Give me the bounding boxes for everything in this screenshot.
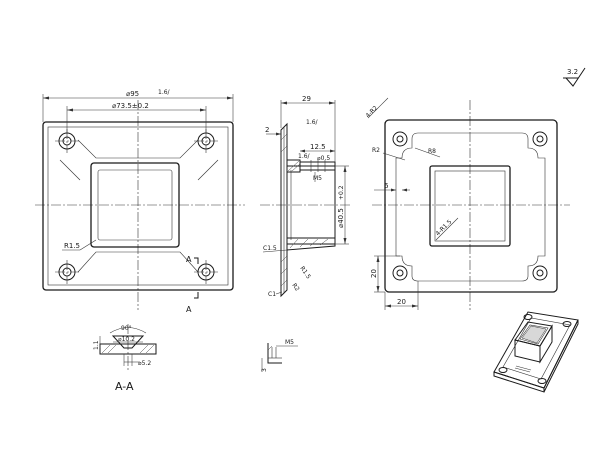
back-hole-tr [532, 131, 548, 147]
section-mark-top: A [186, 255, 192, 264]
svg-text:1.6/: 1.6/ [298, 153, 311, 160]
dim-fillet-r-label: R1.5 [298, 265, 312, 280]
dim-r2-label: R2 [290, 282, 300, 293]
dim-outer-label: ⌀95 [126, 90, 139, 98]
tube-opening-outer [90, 162, 180, 248]
surface-finish-symbol: 3.2 [563, 67, 586, 87]
dim-counterbore-label: ⌀10.2 [118, 336, 135, 343]
dim-6-label: 6 [384, 182, 389, 190]
dim-tube-d-label: ⌀40.5 [337, 208, 345, 228]
svg-text:1.6/: 1.6/ [306, 119, 319, 126]
section-label: A-A [115, 380, 134, 393]
back-plate-outline [384, 119, 558, 293]
section-mark-bottom: A [186, 305, 192, 314]
back-hole-bl [392, 265, 408, 281]
plate-outline [42, 121, 234, 291]
dim-width-label: 29 [302, 95, 311, 103]
back-inner-outline [395, 132, 546, 282]
dim-bolt-circle-label: ⌀73.5±0.2 [112, 102, 149, 110]
dim-flange-label: 2 [265, 126, 269, 134]
dim-r2-back-label: R2 [372, 147, 380, 154]
dim-small-label: ⌀0.5 [317, 155, 330, 162]
thread-m5-label: M5 [285, 339, 294, 346]
roughness-label: 3.2 [567, 68, 578, 76]
front-view: ⌀95 1.6/ ⌀73.5±0.2 R1.5 A A [35, 89, 245, 314]
side-view: 29 2 12.5 1.6/ ⌀0.5 M5 ⌀40.5 +0.2 C1.5 R… [260, 95, 350, 298]
tube-opening-inner [97, 169, 173, 241]
back-view: 4-R2 R2 R8 6 4-R1.5 20 20 [364, 97, 570, 310]
dim-angle-label: 90° [121, 325, 132, 332]
dim-radius-label: R1.5 [64, 242, 80, 250]
dim-tube-tol-label: +0.2 [338, 185, 345, 200]
dim-hole-label: ⌀5.2 [138, 360, 151, 367]
back-hole-tl [392, 131, 408, 147]
thread-detail: M5 3 [261, 339, 298, 372]
dim-thread-label: M5 [313, 175, 322, 182]
dim-c15-label: C1.5 [263, 245, 277, 252]
isometric-view [493, 311, 579, 393]
section-view: 90° ⌀10.2 ⌀5.2 1.1 A-A [93, 324, 157, 393]
dim-4r2-label: 4-R2 [364, 104, 379, 119]
dim-20-left-label: 20 [370, 269, 378, 278]
back-hole-br [532, 265, 548, 281]
dim-4r15-label: 4-R1.5 [434, 218, 453, 237]
dim-depth-label: 1.1 [93, 340, 100, 350]
dim-tube-outer-label: 12.5 [310, 143, 326, 151]
thread-depth-label: 3 [261, 368, 268, 372]
dim-c1-label: C1 [268, 291, 276, 298]
dim-r8-label: R8 [428, 148, 436, 155]
svg-text:1.6/: 1.6/ [158, 89, 171, 96]
back-tube-opening [429, 165, 511, 247]
dim-20-bottom-label: 20 [397, 298, 406, 306]
flange-hatch [280, 133, 288, 287]
